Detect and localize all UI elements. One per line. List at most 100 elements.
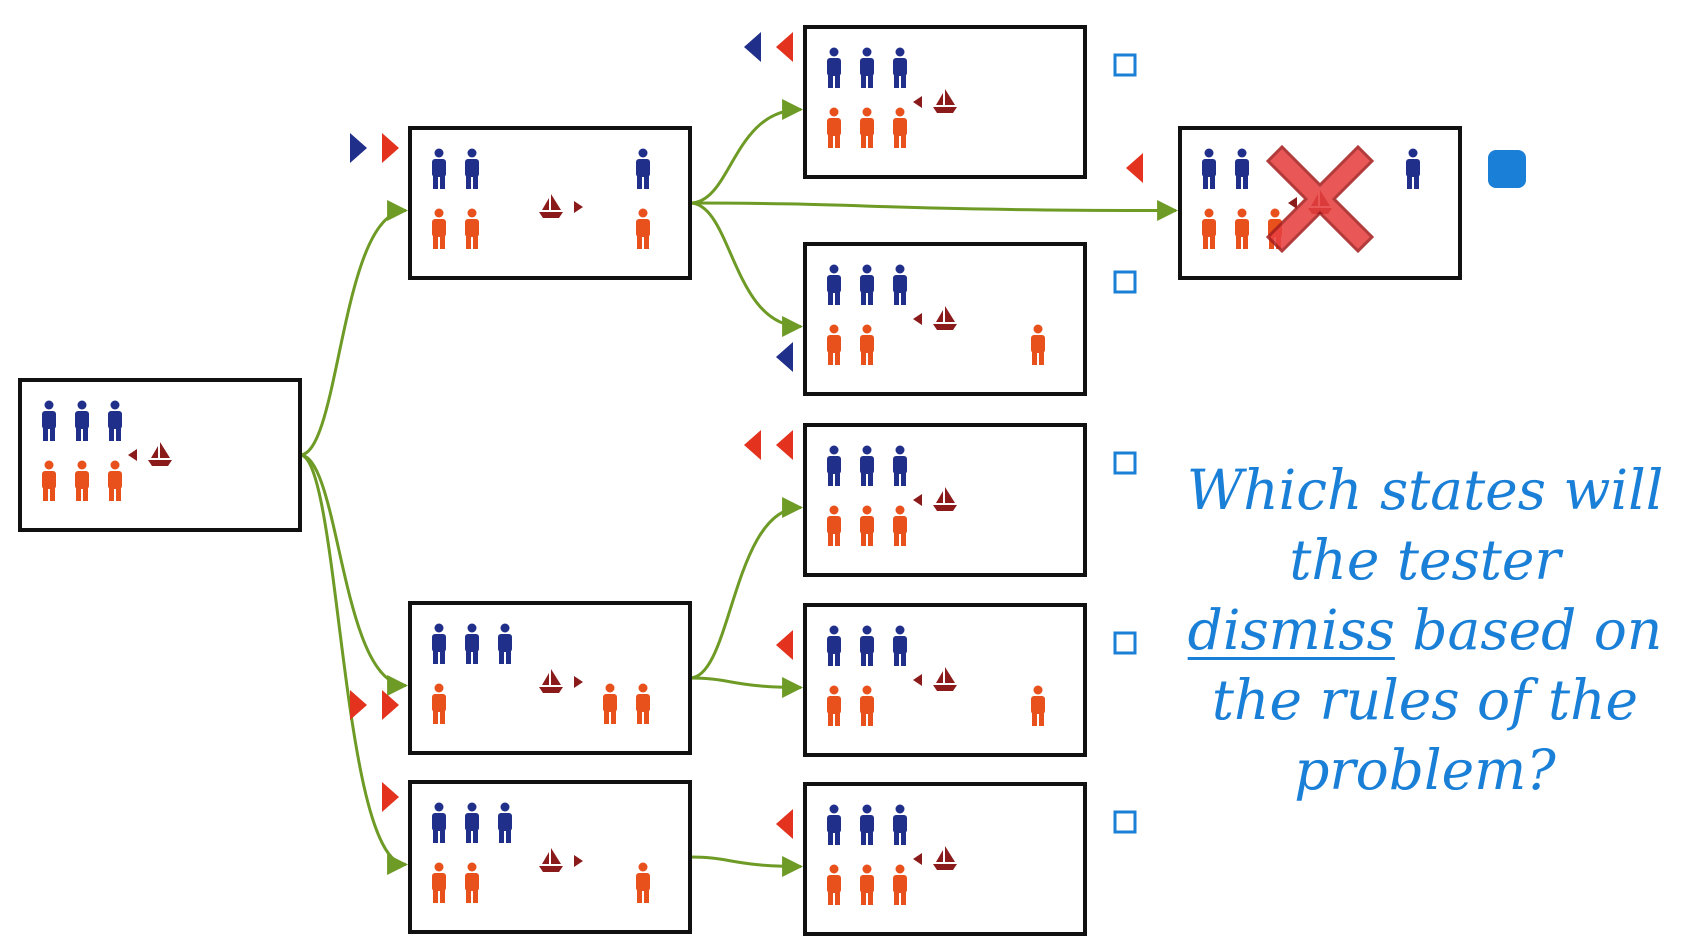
cannibal-icon [108,460,122,501]
cannibal-icon [636,683,650,724]
edge-b-b1 [689,497,804,680]
cannibal-icon [860,864,874,905]
cannibal-icon [893,107,907,148]
state-node-c [382,780,692,934]
sailboat-icon [913,846,957,870]
sailboat-icon [128,442,172,466]
missionary-icon [1202,148,1216,189]
cannibal-icon [827,107,841,148]
boat-direction-icon [1288,197,1297,209]
boat-direction-icon [128,449,137,461]
missionary-icon [827,264,841,305]
cannibal-icon [893,505,907,546]
nodes-layer [18,25,1526,936]
boat-direction-icon [913,96,922,108]
state-node-a3 [776,242,1137,396]
checkbox-icon [1113,810,1137,834]
edge-root-b [299,453,409,696]
cannibal-icon [432,683,446,724]
checkbox-icon [1113,53,1137,77]
move-marker-icon [776,342,793,372]
boat-direction-icon [913,674,922,686]
sailboat-icon [913,487,957,511]
cannibal-icon [636,208,650,249]
missionary-icon [893,804,907,845]
state-box [803,25,1087,179]
cannibal-icon [432,862,446,903]
move-marker-icon [776,630,793,660]
cannibal-icon [75,460,89,501]
missionary-icon [827,47,841,88]
missionary-icon [432,802,446,843]
missionary-icon [893,47,907,88]
edges-layer [299,99,1179,877]
state-node-a2 [1126,126,1526,280]
edge-root-c [299,453,409,875]
missionary-icon [108,400,122,441]
move-marker-icon [382,133,399,163]
state-node-c1 [776,782,1137,936]
missionary-icon [1406,148,1420,189]
cannibal-icon [432,208,446,249]
edge-c-c1 [689,855,804,877]
edge-root-a [299,200,409,457]
cannibal-icon [1031,324,1045,365]
edge-a-a3 [689,201,804,337]
state-node-a [350,126,692,280]
cannibal-icon [860,324,874,365]
missionary-icon [827,625,841,666]
boat-direction-icon [574,201,583,213]
checkbox-icon [1113,270,1137,294]
move-marker-icon [382,782,399,812]
cannibal-icon [465,862,479,903]
missionary-icon [860,47,874,88]
missionary-icon [893,625,907,666]
cannibal-icon [1235,208,1249,249]
missionary-icon [893,445,907,486]
missionary-icon [893,264,907,305]
state-box [408,126,692,280]
state-box [408,780,692,934]
edge-b-b2 [689,676,804,698]
cannibal-icon [860,505,874,546]
cannibal-icon [827,505,841,546]
cannibal-icon [827,864,841,905]
missionary-icon [860,445,874,486]
boat-direction-icon [913,494,922,506]
state-node-root [18,378,302,532]
missionary-icon [432,148,446,189]
missionary-icon [827,445,841,486]
question-line-3: dismiss based on [1170,595,1680,665]
missionary-icon [498,802,512,843]
missionary-icon [465,148,479,189]
cannibal-icon [1202,208,1216,249]
move-marker-icon [350,690,367,720]
cannibal-icon [860,107,874,148]
state-node-a1 [744,25,1137,179]
sailboat-icon [539,669,583,693]
cannibal-icon [603,683,617,724]
checkbox-icon [1113,451,1137,475]
missionary-icon [432,623,446,664]
cannibal-icon [827,324,841,365]
boat-direction-icon [913,313,922,325]
question-underlined-word: dismiss [1187,598,1395,662]
boat-direction-icon [574,676,583,688]
edge-a-a1 [689,99,804,205]
missionary-icon [465,623,479,664]
move-marker-icon [776,430,793,460]
move-marker-icon [350,133,367,163]
missionary-icon [1235,148,1249,189]
cannibal-icon [465,208,479,249]
cannibal-icon [827,685,841,726]
boat-direction-icon [574,855,583,867]
cannibal-icon [42,460,56,501]
question-line-3-rest: based on [1394,598,1663,662]
move-marker-icon [744,32,761,62]
missionary-icon [75,400,89,441]
x-mark-icon [1265,144,1375,254]
missionary-icon [465,802,479,843]
cannibal-icon [1031,685,1045,726]
move-marker-icon [1126,153,1143,183]
